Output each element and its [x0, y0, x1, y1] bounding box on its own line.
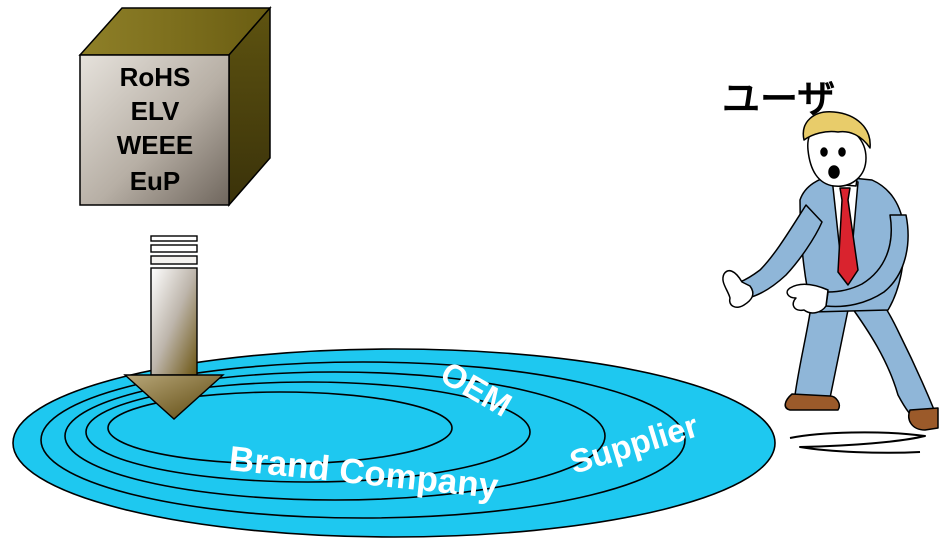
- brand-company-ring: [64, 371, 606, 501]
- oem-ring: [85, 381, 531, 483]
- right-hand: [786, 283, 829, 314]
- cube-front: [79, 54, 230, 206]
- supplier-ring: [40, 361, 686, 519]
- surprised-businessman-icon: [722, 111, 939, 454]
- regulation-rohs: RoHS: [120, 62, 191, 92]
- regulation-eup: EuP: [130, 166, 181, 196]
- right-leg: [849, 297, 936, 421]
- eye-left: [820, 147, 828, 157]
- ring-disc: [12, 348, 776, 538]
- right-shoe: [908, 407, 939, 431]
- regulation-elv: ELV: [131, 96, 180, 126]
- tie-icon: [837, 187, 859, 286]
- down-arrow-icon: [123, 235, 225, 420]
- arrow-stripe-2: [150, 244, 198, 253]
- left-hand: [722, 269, 754, 308]
- shadow: [789, 431, 926, 454]
- hair: [802, 111, 871, 149]
- arrow-stripe-3: [150, 255, 198, 265]
- inner-ring: [107, 391, 453, 465]
- eye-right: [838, 147, 846, 157]
- arrow-stripe-1: [150, 235, 198, 242]
- regulation-weee: WEEE: [117, 130, 194, 160]
- left-leg: [794, 299, 849, 399]
- regulation-cube-icon: RoHS ELV WEEE EuP: [78, 5, 272, 208]
- arrow-shaft: [150, 267, 198, 376]
- arrow-head: [123, 374, 225, 420]
- mouth: [828, 165, 840, 179]
- left-shoe: [784, 393, 841, 411]
